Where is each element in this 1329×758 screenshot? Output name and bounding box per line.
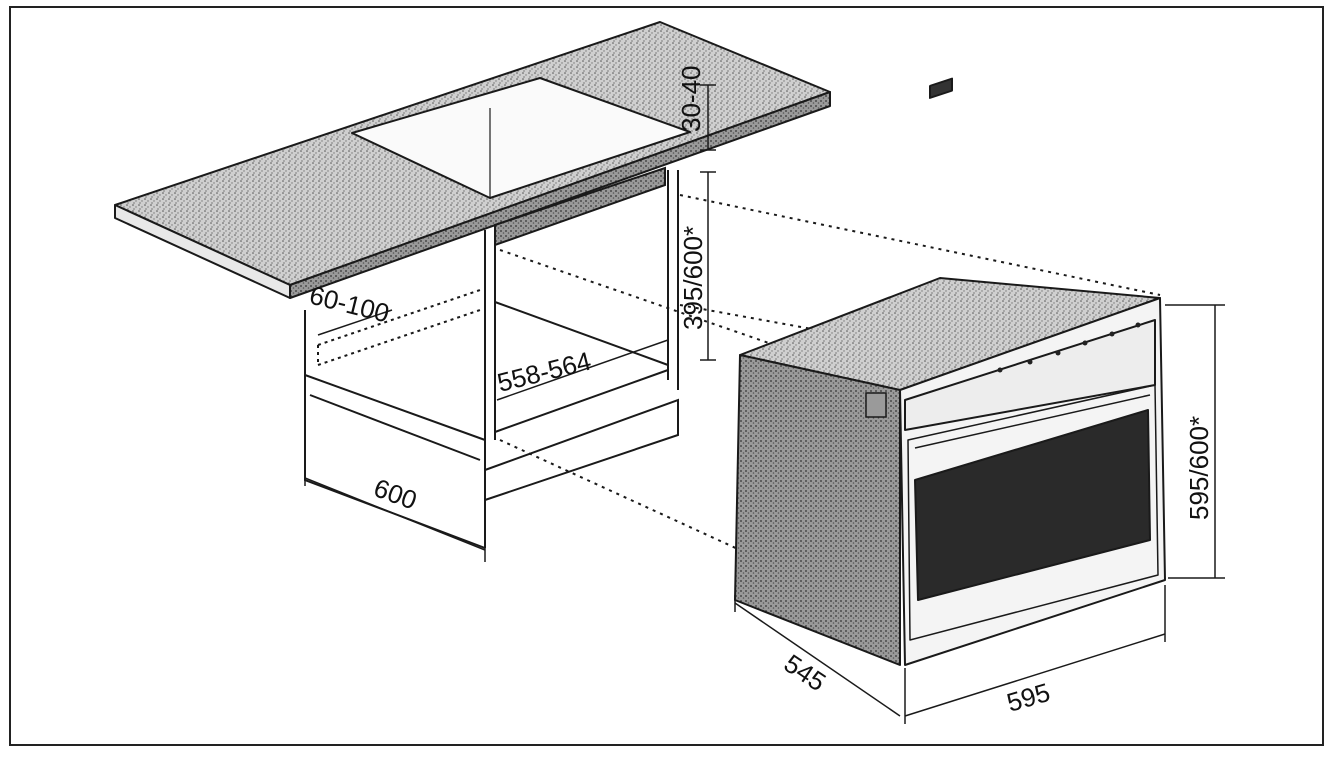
rear-gap-label: 60-100 (307, 280, 393, 329)
niche-height-label: 395/600* (678, 226, 708, 330)
diagram-frame (9, 6, 1324, 746)
niche-width-label: 558-564 (494, 346, 594, 398)
oven-vent (865, 392, 887, 418)
hob-cutout (351, 77, 691, 199)
countertop (114, 21, 831, 299)
oven-display (929, 77, 953, 99)
counter-thickness-label: 30-40 (676, 66, 706, 133)
oven-height-label: 595/600* (1184, 416, 1214, 520)
rear-gap-lines (317, 289, 481, 366)
cabinet-depth-label: 600 (370, 472, 421, 515)
oven (734, 77, 1166, 666)
dimension-lines (304, 84, 1225, 724)
oven-depth-label: 545 (779, 648, 832, 697)
control-knobs (997, 322, 1141, 373)
oven-window (914, 409, 1151, 601)
